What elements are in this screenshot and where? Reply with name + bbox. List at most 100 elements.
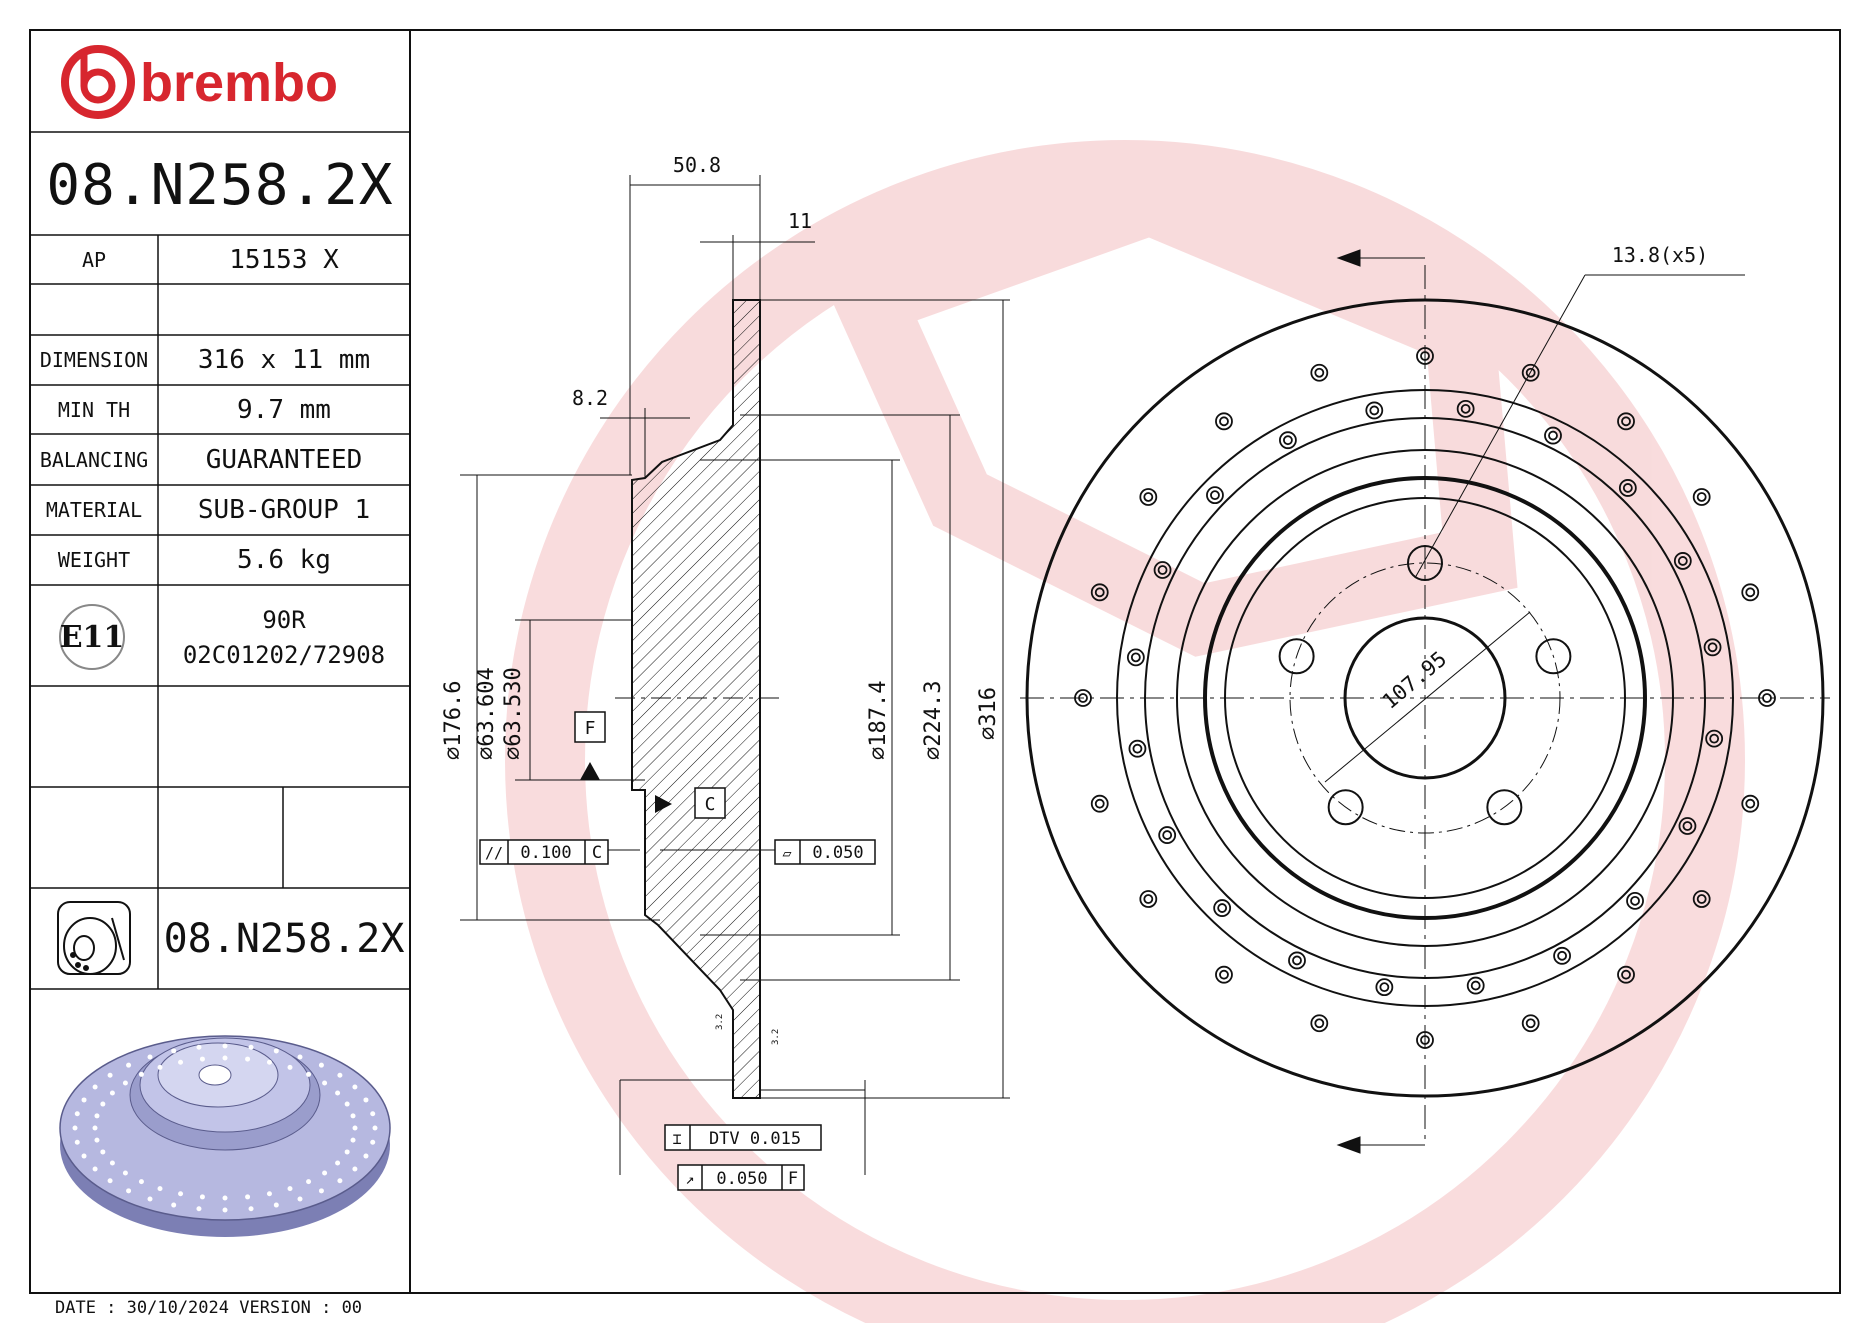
drill-hole: [1703, 638, 1722, 657]
preview-drill-dot: [306, 1179, 312, 1185]
drill-hole: [1153, 561, 1172, 579]
stud-hole: [1278, 638, 1315, 675]
runout-datum: F: [788, 1169, 798, 1189]
preview-drill-dot: [222, 1043, 228, 1049]
preview-drill-dot: [109, 1160, 115, 1166]
runout-symbol: ↗: [685, 1170, 694, 1188]
drill-hole: [1692, 890, 1711, 908]
parallelism-symbol: //: [485, 844, 503, 862]
parallelism-datum: C: [592, 843, 602, 863]
row-value-min-th: 9.7 mm: [237, 394, 331, 425]
drill-hole: [1210, 490, 1220, 501]
drill-hole: [1314, 1018, 1325, 1029]
drill-hole: [1310, 1014, 1329, 1033]
drill-hole: [1553, 946, 1571, 965]
drill-hole: [1709, 733, 1720, 744]
preview-drill-dot: [245, 1056, 251, 1062]
flatness-symbol: ▱: [782, 844, 791, 862]
preview-drill-dot: [94, 1137, 100, 1143]
drill-hole: [1618, 479, 1637, 497]
preview-drill-dot: [171, 1048, 177, 1054]
dtv-label: DTV 0.015: [709, 1129, 801, 1149]
preview-drill-dot: [178, 1191, 184, 1197]
outer-frame: [29, 29, 1841, 1294]
preview-drill-dot: [196, 1044, 202, 1050]
row-label-weight: WEIGHT: [57, 548, 131, 572]
drill-hole: [1162, 830, 1173, 840]
row-value-dimension: 316 x 11 mm: [197, 345, 371, 375]
brand-wordmark: brembo: [140, 53, 339, 113]
date-version: DATE : 30/10/2024 VERSION : 00: [55, 1298, 363, 1318]
row-label-min-th: MIN TH: [57, 397, 131, 422]
preview-drill-dot: [196, 1206, 202, 1212]
preview-drill-dot: [109, 1090, 115, 1096]
drill-hole: [1090, 794, 1109, 813]
preview-drill-dot: [122, 1080, 128, 1086]
preview-drill-dot: [248, 1206, 254, 1212]
preview-drill-dot: [178, 1059, 184, 1065]
preview-drill-dot: [287, 1064, 293, 1070]
parallelism-frame: [479, 839, 609, 865]
disc-preview-image: [59, 1035, 391, 1237]
row-label-material: MATERIAL: [45, 498, 143, 522]
preview-drill-dot: [363, 1153, 369, 1159]
preview-drill-dot: [297, 1196, 303, 1202]
drill-hole: [1215, 412, 1233, 431]
drill-hole: [1143, 894, 1154, 904]
drill-hole: [1548, 430, 1558, 441]
drill-hole: [1158, 826, 1177, 844]
drill-hole: [1375, 978, 1394, 997]
drill-hole: [1157, 565, 1168, 575]
drill-hole: [1420, 1035, 1430, 1045]
preview-drill-dot: [287, 1186, 293, 1192]
pcd-label: 107.95: [1378, 647, 1452, 714]
drill-hole: [1466, 976, 1485, 995]
drill-hole: [1682, 821, 1693, 831]
drill-hole: [1126, 648, 1145, 667]
preview-drill-dot: [273, 1202, 279, 1208]
approval-mark: E11: [59, 619, 125, 655]
drill-hole: [1416, 347, 1434, 365]
drill-hole: [1622, 483, 1633, 493]
drill-hole: [1677, 556, 1688, 566]
dtv-frame: [664, 1124, 822, 1151]
preview-drill-dot: [126, 1062, 132, 1068]
preview-drill-dot: [266, 1059, 272, 1065]
preview-drill-dot: [157, 1064, 163, 1070]
stud-hole: [1535, 638, 1572, 675]
dtv-symbol: ⌶: [672, 1130, 681, 1148]
preview-drill-dot: [344, 1101, 350, 1107]
preview-drill-dot: [138, 1179, 144, 1185]
drill-hole: [1521, 363, 1540, 382]
drill-hole: [1219, 969, 1229, 980]
drill-hole: [1617, 412, 1635, 431]
drill-hole: [1696, 894, 1707, 904]
drill-hole: [1621, 969, 1631, 980]
stud-hole: [1327, 789, 1364, 826]
preview-drill-dot: [222, 1195, 228, 1201]
drill-hole: [1279, 431, 1297, 450]
dim-d187: ⌀187.4: [866, 681, 891, 760]
preview-drill-dot: [322, 1170, 328, 1176]
preview-drill-dot: [72, 1125, 78, 1131]
drill-hole: [1707, 642, 1718, 653]
drill-hole: [1365, 401, 1384, 420]
drill-hole: [1758, 689, 1776, 707]
drill-hole: [1456, 399, 1475, 418]
preview-drill-dot: [92, 1166, 98, 1172]
drill-hole: [1762, 693, 1772, 703]
drill-hole: [1630, 895, 1640, 906]
drill-hole: [1745, 587, 1756, 598]
preview-drill-dot: [100, 1149, 106, 1155]
preview-drill-dot: [266, 1191, 272, 1197]
row-value-ap: 15153 X: [229, 244, 339, 275]
preview-drill-dot: [372, 1125, 378, 1131]
preview-drill-dot: [92, 1125, 98, 1131]
preview-drill-dot: [337, 1178, 343, 1184]
drill-hole: [1132, 743, 1143, 754]
preview-drill-dot: [122, 1170, 128, 1176]
drill-hole: [1074, 689, 1092, 707]
preview-drill-dot: [222, 1207, 228, 1213]
row-value-weight: 5.6 kg: [237, 545, 331, 575]
